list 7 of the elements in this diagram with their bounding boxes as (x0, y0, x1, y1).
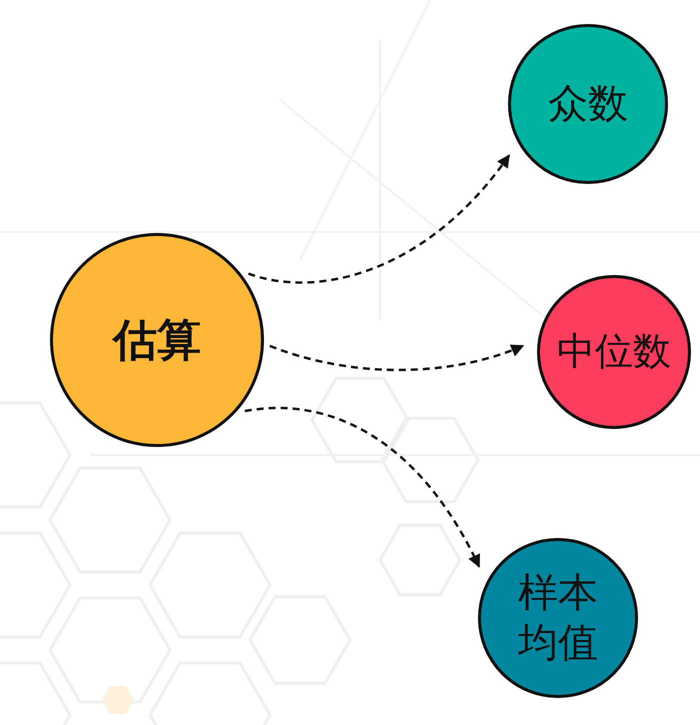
arrow (269, 344, 524, 372)
arrow (244, 407, 480, 568)
node-label: 样本均值 (517, 569, 599, 668)
node-label: 中位数 (557, 328, 671, 376)
arrow (248, 154, 510, 284)
node-label: 估算 (113, 314, 201, 368)
node-label: 众数 (548, 80, 628, 129)
